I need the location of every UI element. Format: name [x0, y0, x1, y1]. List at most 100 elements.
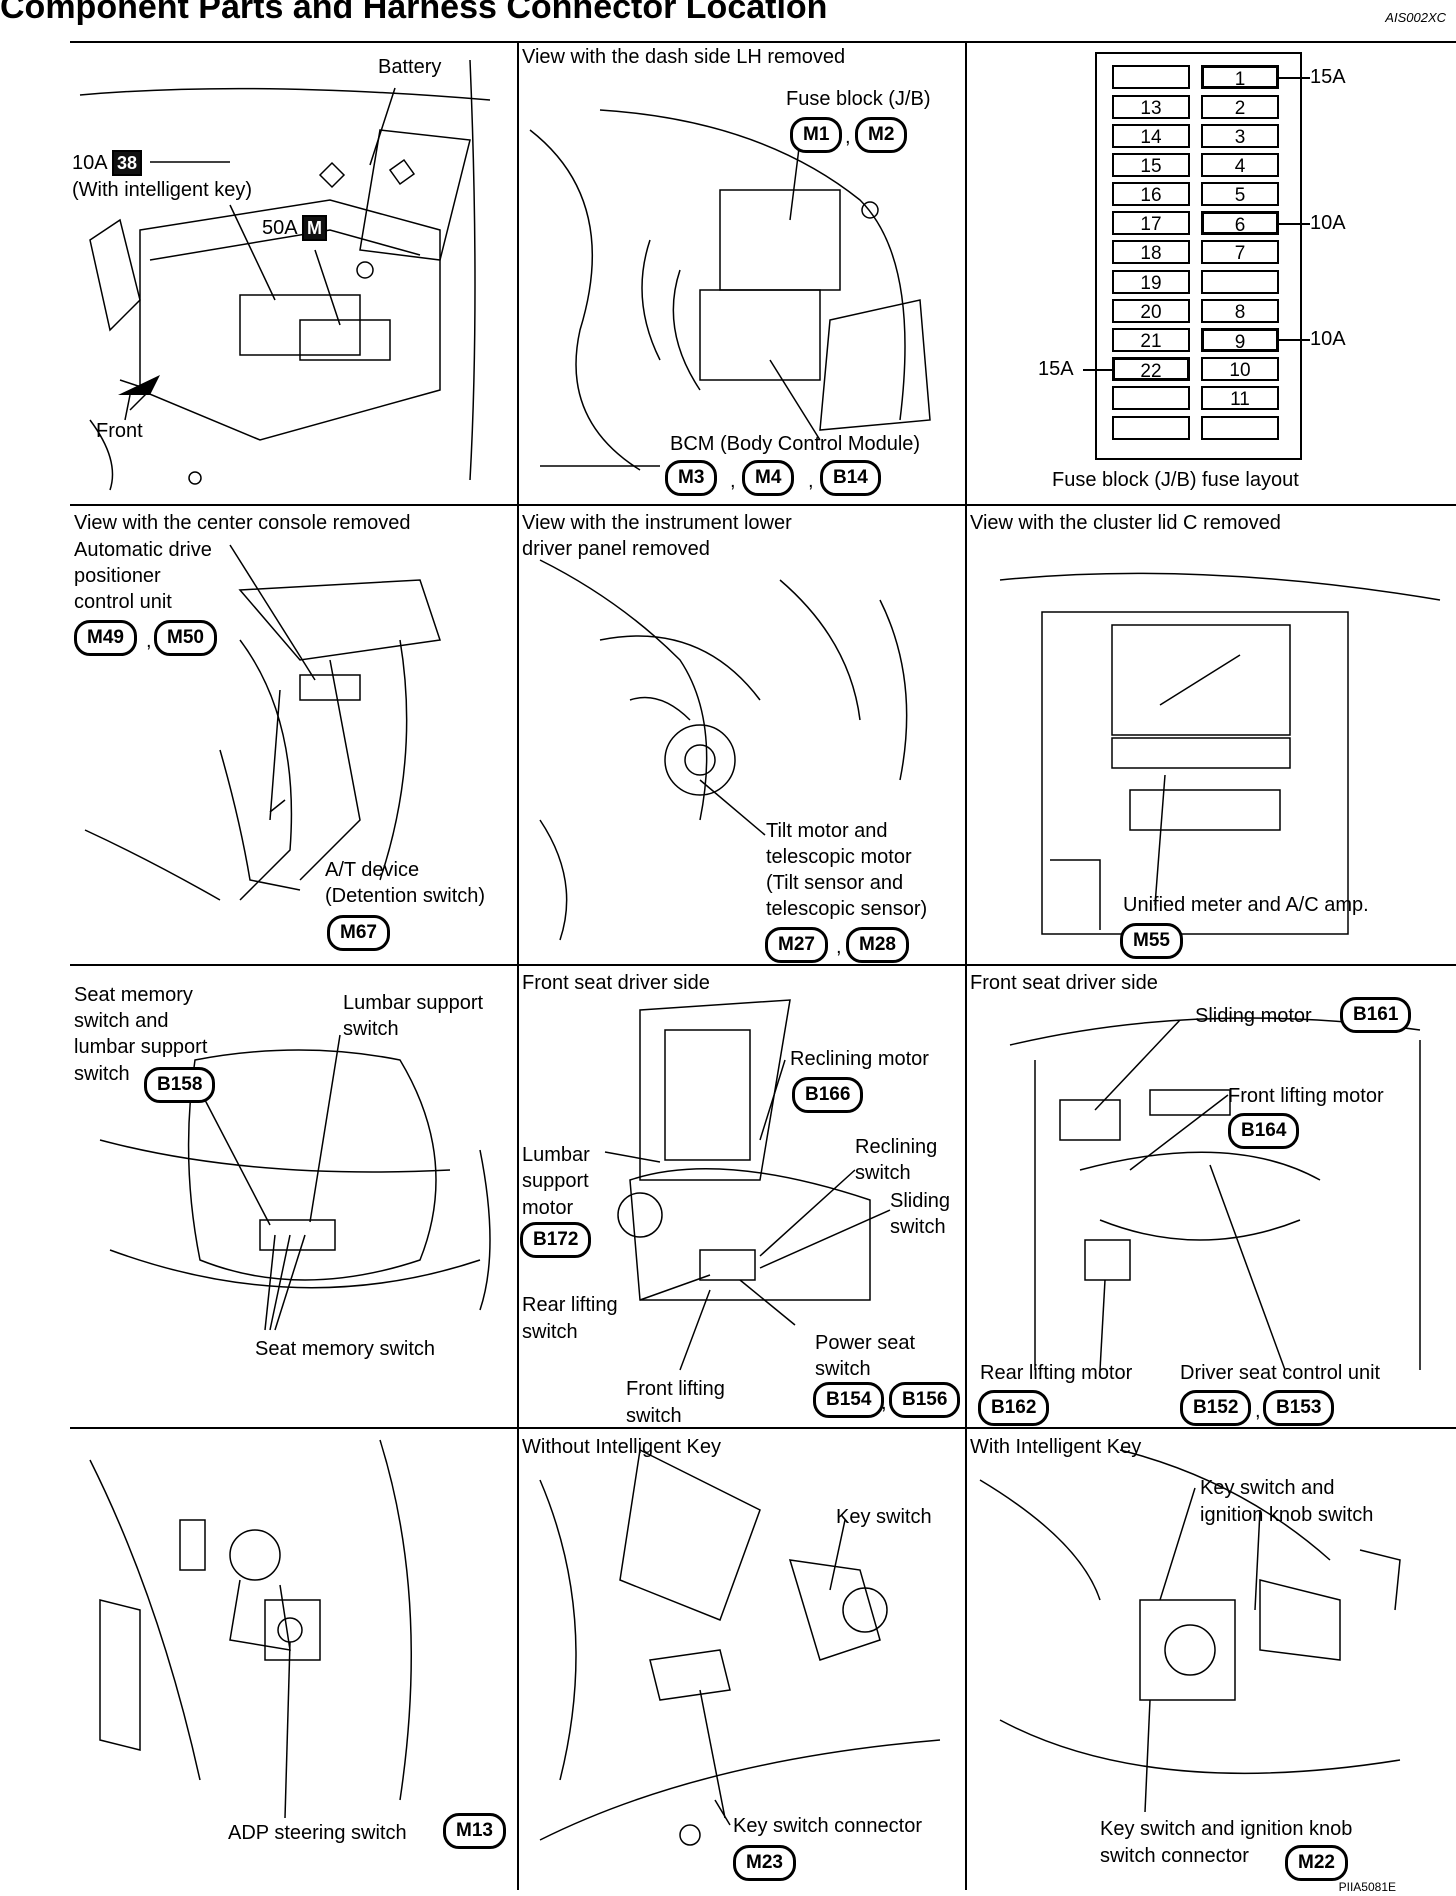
fuse-22-amp: 15A: [1038, 358, 1074, 380]
key-ignition-connector-label-1: Key switch and ignition knob: [1100, 1818, 1353, 1840]
section-code: AIS002XC: [1385, 10, 1446, 25]
connector-b14: B14: [820, 460, 881, 496]
comma: ,: [730, 470, 736, 492]
fuse-slot-14: 14: [1112, 124, 1190, 148]
tilt-label-4: telescopic sensor): [766, 898, 928, 920]
cluster-lid-title: View with the cluster lid C removed: [970, 512, 1281, 534]
sliding-motor-label: Sliding motor: [1195, 1005, 1312, 1027]
instrument-panel-title-2: driver panel removed: [522, 538, 710, 560]
front-seat-title: Front seat driver side: [522, 972, 710, 994]
sliding-switch-label-1: Sliding: [890, 1190, 951, 1212]
fuse-leaders: [1083, 77, 1310, 371]
fuse-slot-19: 19: [1112, 270, 1190, 294]
comma: ,: [845, 126, 851, 148]
reclining-motor-label: Reclining motor: [790, 1048, 929, 1070]
illustration-key-switch: [539, 1448, 941, 1846]
fuse-slot-1: 1: [1201, 65, 1279, 90]
front-lifting-motor-label: Front lifting motor: [1228, 1085, 1384, 1107]
seat-memory-switch-label: Seat memory switch: [255, 1338, 436, 1360]
fuse-10a-label: 10A 38: [72, 150, 143, 176]
tilt-label-2: telescopic motor: [766, 846, 912, 868]
intelligent-key-note: (With intelligent key): [72, 179, 253, 201]
connector-m50: M50: [154, 620, 217, 656]
front-label: Front: [96, 420, 143, 442]
comma: ,: [146, 630, 152, 652]
fuse-slot-empty: [1201, 416, 1279, 440]
fuse-50a-amp: 50A: [262, 217, 297, 239]
bcm-label: BCM (Body Control Module): [670, 433, 921, 455]
connector-m23: M23: [733, 1845, 796, 1881]
comma: ,: [1255, 1400, 1261, 1422]
fuse-layout-caption: Fuse block (J/B) fuse layout: [1052, 469, 1299, 491]
connector-b156: B156: [889, 1382, 961, 1418]
connector-m4: M4: [742, 460, 795, 496]
connector-m1: M1: [790, 117, 843, 153]
lumbar-motor-label-3: motor: [522, 1197, 574, 1219]
fuse-slot-18: 18: [1112, 240, 1190, 264]
fuse-slot-empty: [1112, 386, 1190, 410]
reclining-switch-label-2: switch: [855, 1162, 911, 1184]
fuse-1-amp: 15A: [1310, 66, 1346, 88]
fuse-block-label: Fuse block (J/B): [786, 88, 931, 110]
connector-m22: M22: [1285, 1845, 1348, 1881]
illustration-steering-column: [539, 559, 908, 941]
instrument-panel-title-1: View with the instrument lower: [522, 512, 792, 534]
fuse-slot-10: 10: [1201, 357, 1279, 381]
key-switch-connector-label: Key switch connector: [733, 1815, 922, 1837]
connector-b166: B166: [792, 1077, 864, 1113]
illustration-seat-memory: [99, 1049, 491, 1311]
power-seat-switch-label-1: Power seat: [815, 1332, 916, 1354]
illustration-ignition-knob: [979, 1449, 1401, 1775]
illustration-meter: [999, 572, 1441, 935]
fuse-slot-7: 7: [1201, 240, 1279, 264]
fuse-6-amp: 10A: [1310, 212, 1346, 234]
adp-unit-label-2: positioner: [74, 565, 161, 587]
front-lifting-switch-label-1: Front lifting: [626, 1378, 725, 1400]
reclining-switch-label-1: Reclining: [855, 1136, 938, 1158]
lumbar-motor-label-1: Lumbar: [522, 1144, 590, 1166]
front-lifting-switch-label-2: switch: [626, 1405, 682, 1427]
key-ignition-switch-label-1: Key switch and: [1200, 1477, 1335, 1499]
rear-lifting-switch-label-1: Rear lifting: [522, 1294, 618, 1316]
adp-unit-label-3: control unit: [74, 591, 172, 613]
fuse-slot-4: 4: [1201, 153, 1279, 177]
illustration-power-seat: [617, 999, 871, 1301]
lumbar-switch-label-2: switch: [343, 1018, 399, 1040]
connector-m55: M55: [1120, 923, 1183, 959]
seat-memory-label-3: lumbar support: [74, 1036, 208, 1058]
fuse-slot-11: 11: [1201, 386, 1279, 410]
illustration-center-console: [84, 579, 441, 901]
key-switch-label: Key switch: [836, 1506, 932, 1528]
key-ignition-connector-label-2: switch connector: [1100, 1845, 1249, 1867]
fuse-slot-21: 21: [1112, 328, 1190, 352]
comma: ,: [808, 470, 814, 492]
front-seat-title-2: Front seat driver side: [970, 972, 1158, 994]
sliding-switch-label-2: switch: [890, 1216, 946, 1238]
battery-label: Battery: [378, 56, 442, 78]
fuse-slot-empty: [1112, 65, 1190, 89]
fuse-slot-13: 13: [1112, 95, 1190, 119]
connector-b154: B154: [813, 1382, 885, 1418]
fuse-slot-20: 20: [1112, 299, 1190, 323]
meter-label: Unified meter and A/C amp.: [1123, 894, 1369, 916]
center-console-title: View with the center console removed: [74, 512, 411, 534]
fuse-slot-empty: [1201, 270, 1279, 294]
rear-lifting-switch-label-2: switch: [522, 1321, 578, 1343]
fuse-slot-8: 8: [1201, 299, 1279, 323]
lumbar-switch-label-1: Lumbar support: [343, 992, 484, 1014]
fuse-slot-16: 16: [1112, 182, 1190, 206]
adp-unit-label-1: Automatic drive: [74, 539, 212, 561]
fuse-slot-6: 6: [1201, 211, 1279, 236]
dash-side-title: View with the dash side LH removed: [522, 46, 846, 68]
connector-b172: B172: [520, 1222, 592, 1258]
fuse-slot-5: 5: [1201, 182, 1279, 206]
illustration-adp-switch: [89, 1439, 412, 1801]
tilt-label-1: Tilt motor and: [766, 820, 888, 842]
connector-b152: B152: [1180, 1390, 1252, 1426]
comma: ,: [836, 936, 842, 958]
fuse-slot-15: 15: [1112, 153, 1190, 177]
connector-b164: B164: [1228, 1113, 1300, 1149]
fuse-9-amp: 10A: [1310, 328, 1346, 350]
fuse-m-badge: M: [302, 215, 328, 241]
